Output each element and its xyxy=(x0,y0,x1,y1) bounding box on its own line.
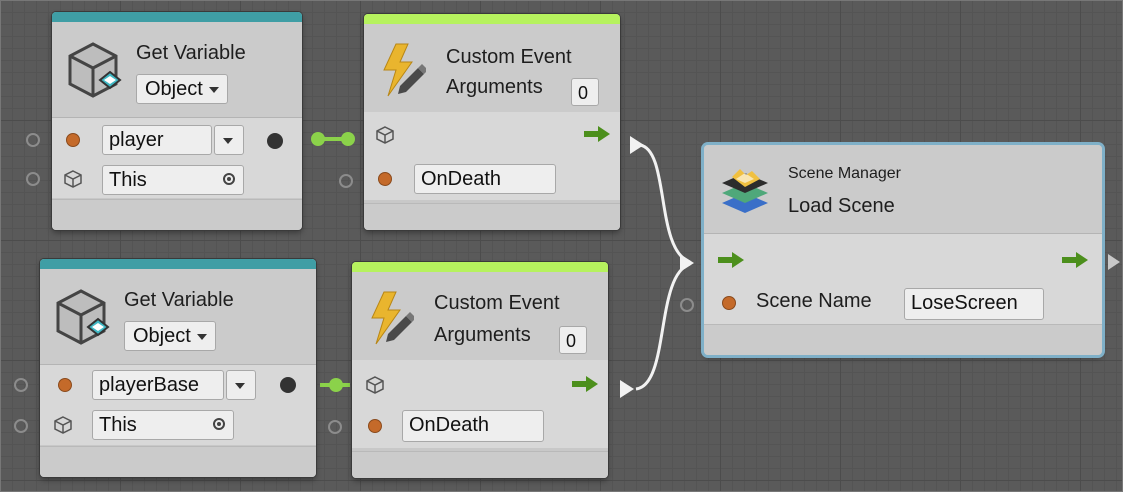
lightning-pencil-icon xyxy=(371,291,414,345)
flow-output-arrow-icon[interactable] xyxy=(584,126,610,142)
node-body: Scene Name LoseScreen xyxy=(704,234,1102,324)
variable-name-dropdown[interactable] xyxy=(226,370,256,400)
kind-dropdown-value: Object xyxy=(145,78,203,100)
object-cube-icon xyxy=(54,416,72,434)
node-header-strip xyxy=(364,14,620,24)
flow-wire-2 xyxy=(635,262,691,391)
target-field[interactable]: This xyxy=(102,165,244,195)
flow-input-port[interactable] xyxy=(680,254,694,272)
value-input-port[interactable] xyxy=(368,419,382,433)
value-input-port[interactable] xyxy=(58,378,72,392)
arguments-label: Arguments xyxy=(434,324,531,346)
event-name-field[interactable]: OnDeath xyxy=(402,410,544,442)
node-category: Scene Manager xyxy=(788,165,901,182)
node-header-strip xyxy=(352,262,608,272)
layers-icon xyxy=(722,169,768,213)
flow-output-port[interactable] xyxy=(1108,254,1120,270)
flow-wire-1 xyxy=(639,143,691,264)
object-cube-icon xyxy=(64,170,82,188)
control-input-port[interactable] xyxy=(14,378,28,392)
object-cube-icon xyxy=(376,126,394,144)
value-output-port[interactable] xyxy=(267,133,283,149)
scene-name-label: Scene Name xyxy=(756,290,872,312)
kind-dropdown[interactable]: Object xyxy=(124,321,216,351)
control-input-port[interactable] xyxy=(26,133,40,147)
node-body: OnDeath xyxy=(364,112,620,200)
value-input-port[interactable] xyxy=(722,296,736,310)
node-body: playerBase This xyxy=(40,365,316,445)
chevron-down-icon xyxy=(223,137,233,144)
target-field-value: This xyxy=(109,169,147,191)
flow-output-port[interactable] xyxy=(620,380,634,398)
node-header-strip xyxy=(40,259,316,269)
flow-output-port[interactable] xyxy=(630,136,644,154)
node-title: Custom Event xyxy=(434,292,560,314)
value-input-port[interactable] xyxy=(339,174,353,188)
custom-event-node-2[interactable]: Custom Event Arguments 0 OnDeath xyxy=(352,262,608,478)
chevron-down-icon xyxy=(235,382,245,389)
object-cube-icon xyxy=(366,376,384,394)
lightning-pencil-icon xyxy=(383,43,426,97)
target-field[interactable]: This xyxy=(92,410,234,440)
variable-name-dropdown[interactable] xyxy=(214,125,244,155)
node-body: player This xyxy=(52,118,302,198)
variable-name-field[interactable]: player xyxy=(102,125,212,155)
node-header-strip xyxy=(52,12,302,22)
variable-cube-icon xyxy=(68,42,122,98)
event-name-field[interactable]: OnDeath xyxy=(414,164,556,194)
node-title: Custom Event xyxy=(446,46,572,68)
kind-dropdown-value: Object xyxy=(133,325,191,347)
node-header: Get Variable Object xyxy=(40,269,316,365)
custom-event-node-1[interactable]: Custom Event Arguments 0 OnDeath xyxy=(364,14,620,230)
get-variable-node-2[interactable]: Get Variable Object playerBase This xyxy=(40,259,316,477)
node-title: Get Variable xyxy=(124,289,234,311)
flow-output-arrow-icon[interactable] xyxy=(1062,252,1088,268)
node-footer xyxy=(704,324,1102,355)
node-footer xyxy=(52,199,302,230)
arguments-count-field[interactable]: 0 xyxy=(559,326,587,354)
node-header: Custom Event Arguments 0 xyxy=(352,272,608,361)
variable-cube-icon xyxy=(56,289,110,345)
object-picker-icon[interactable] xyxy=(223,173,235,185)
value-input-port[interactable] xyxy=(328,420,342,434)
node-body: OnDeath xyxy=(352,360,608,448)
node-title: Load Scene xyxy=(788,195,895,217)
arguments-label: Arguments xyxy=(446,76,543,98)
node-footer xyxy=(40,446,316,477)
node-title: Get Variable xyxy=(136,42,246,64)
node-footer xyxy=(352,451,608,478)
control-input-port[interactable] xyxy=(14,419,28,433)
node-header: Custom Event Arguments 0 xyxy=(364,24,620,113)
node-header: Get Variable Object xyxy=(52,22,302,118)
chevron-down-icon xyxy=(208,86,219,93)
node-footer xyxy=(364,203,620,230)
value-output-port[interactable] xyxy=(280,377,296,393)
value-input-port[interactable] xyxy=(680,298,694,312)
scene-name-field[interactable]: LoseScreen xyxy=(904,288,1044,320)
object-picker-icon[interactable] xyxy=(213,418,225,430)
target-field-value: This xyxy=(99,414,137,436)
value-input-port[interactable] xyxy=(378,172,392,186)
flow-input-arrow-icon[interactable] xyxy=(718,252,744,268)
control-input-port[interactable] xyxy=(26,172,40,186)
variable-name-field[interactable]: playerBase xyxy=(92,370,224,400)
arguments-count-field[interactable]: 0 xyxy=(571,78,599,106)
node-header: Scene Manager Load Scene xyxy=(704,145,1102,234)
kind-dropdown[interactable]: Object xyxy=(136,74,228,104)
flow-output-arrow-icon[interactable] xyxy=(572,376,598,392)
value-input-port[interactable] xyxy=(66,133,80,147)
get-variable-node-1[interactable]: Get Variable Object player This xyxy=(52,12,302,230)
load-scene-node[interactable]: Scene Manager Load Scene Scene Name Lose… xyxy=(704,145,1102,355)
chevron-down-icon xyxy=(196,333,207,340)
